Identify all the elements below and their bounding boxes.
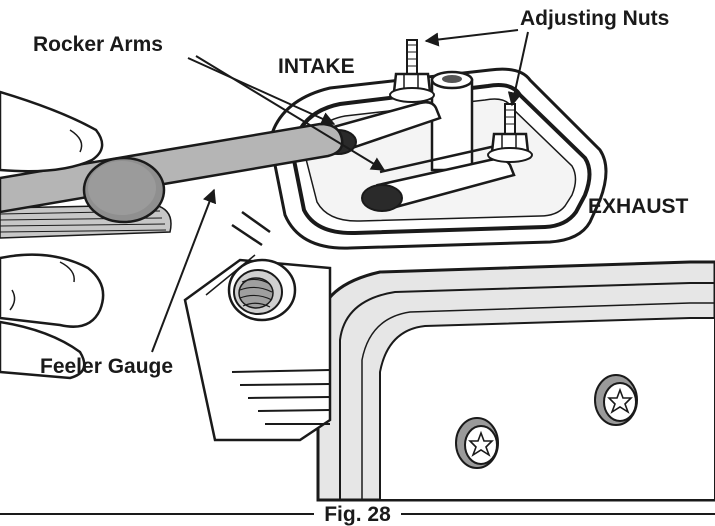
adjusting-nut-exhaust bbox=[487, 103, 533, 163]
figure-caption: Fig. 28 bbox=[0, 502, 715, 526]
hand-thumb bbox=[0, 90, 104, 173]
rocker-arm-exhaust bbox=[361, 143, 516, 212]
caption-rule-right bbox=[400, 513, 715, 515]
caption-text: Fig. 28 bbox=[324, 502, 391, 526]
adjusting-nut-intake bbox=[389, 39, 435, 103]
valve-cover bbox=[316, 260, 715, 502]
cover-screw-left bbox=[455, 417, 499, 469]
hand-lower-fingers bbox=[0, 253, 105, 380]
label-adjusting-nuts: Adjusting Nuts bbox=[520, 7, 670, 30]
callout-leaders bbox=[151, 29, 529, 353]
label-exhaust: EXHAUST bbox=[588, 195, 689, 218]
label-rocker-arms: Rocker Arms bbox=[33, 33, 163, 56]
label-intake: INTAKE bbox=[278, 55, 355, 78]
spark-plug-port bbox=[227, 258, 297, 322]
caption-rule-left bbox=[0, 513, 315, 515]
engine-block-fins bbox=[183, 210, 332, 442]
cover-screw-right bbox=[594, 374, 638, 426]
label-feeler-gauge: Feeler Gauge bbox=[40, 355, 174, 378]
feeler-gauge bbox=[0, 122, 344, 239]
